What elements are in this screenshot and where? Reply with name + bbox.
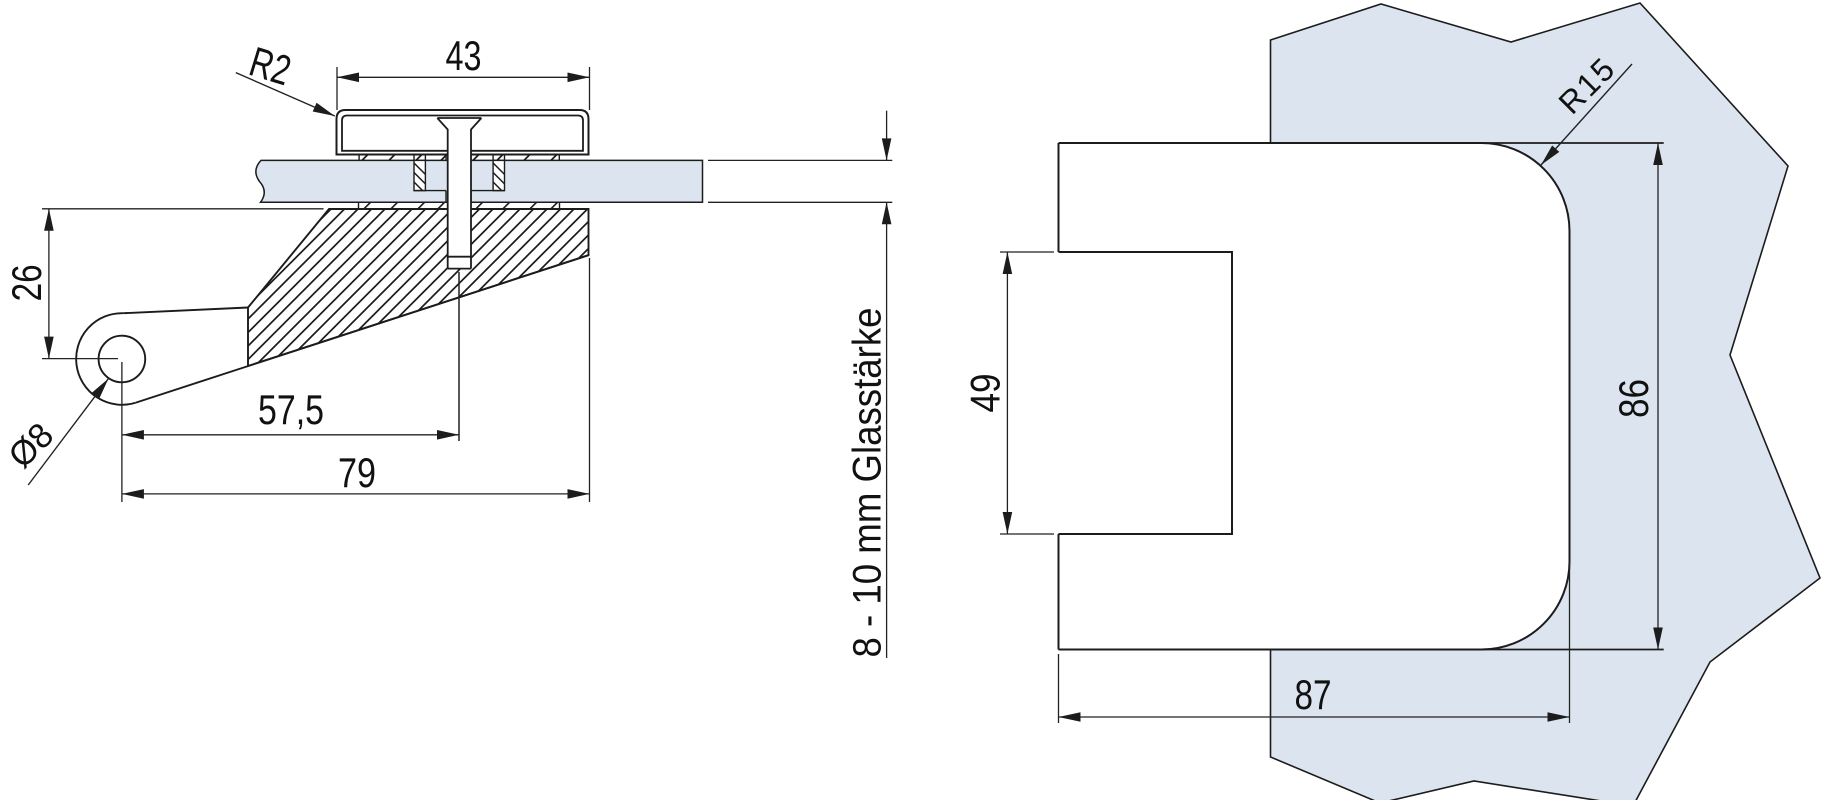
svg-text:87: 87 [1295, 671, 1332, 718]
svg-text:8 - 10 mm Glasstärke: 8 - 10 mm Glasstärke [846, 308, 890, 658]
svg-text:26: 26 [3, 264, 50, 301]
svg-text:49: 49 [962, 374, 1009, 413]
svg-text:86: 86 [1610, 379, 1657, 418]
svg-text:57,5: 57,5 [258, 386, 324, 433]
svg-text:43: 43 [446, 32, 482, 79]
svg-text:79: 79 [338, 449, 376, 496]
